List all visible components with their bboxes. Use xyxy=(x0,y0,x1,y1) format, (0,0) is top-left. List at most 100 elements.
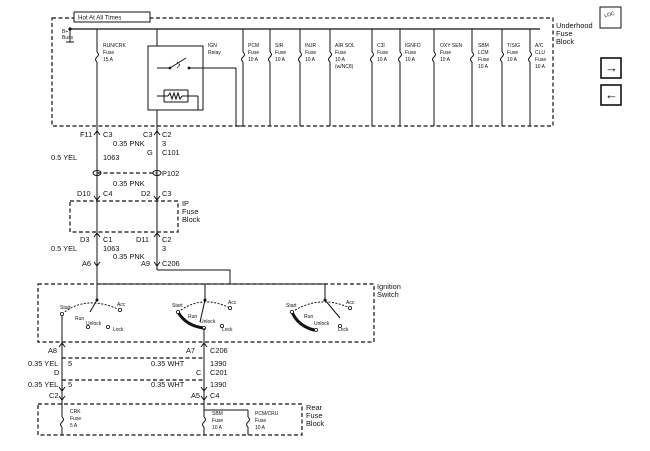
switch-section-2: Start Acc Run Unlock Lock xyxy=(172,284,237,342)
wire-wht-1: 0.35 WHT xyxy=(151,359,185,368)
conn-c4-a: C4 xyxy=(103,189,112,198)
conn-pin5-a: 5 xyxy=(68,359,72,368)
prev-page-button[interactable]: ← xyxy=(600,84,622,106)
circuit-1063-b: 1063 xyxy=(103,244,119,253)
conn-a6: A6 xyxy=(82,259,91,268)
switch3-lock: Lock xyxy=(338,327,349,333)
conn-c3-a: C3 xyxy=(103,130,112,139)
conn-pin5-b: 5 xyxy=(68,380,72,389)
conn-d: D xyxy=(54,368,59,377)
wire-pnk-3: 0.35 PNK xyxy=(113,252,145,261)
arrow-left-icon: ← xyxy=(605,87,618,102)
circuit-1063-a: 1063 xyxy=(103,153,119,162)
conn-c2-b: C2 xyxy=(162,235,171,244)
wire-yel-1: 0.5 YEL xyxy=(51,153,77,162)
wire-pnk-1: 0.35 PNK xyxy=(113,139,145,148)
switch3-acc: Acc xyxy=(346,300,355,306)
conn-pin3-b: 3 xyxy=(162,244,166,253)
lower-wiring: A8 A7 C206 0.35 YEL 5 0.35 WHT 1390 D C … xyxy=(28,342,228,404)
conn-c: C xyxy=(196,368,202,377)
wire-yel-3: 0.35 YEL xyxy=(28,359,58,368)
conn-a5: A5 xyxy=(191,391,200,400)
conn-d10: D10 xyxy=(77,189,91,198)
arrow-right-icon: → xyxy=(605,60,618,75)
conn-f11: F11 xyxy=(80,130,92,139)
bus-label: B+Buss xyxy=(62,29,74,41)
mid-wiring: D3 C1 D11 C2 0.5 YEL 1063 3 0.35 PNK A6 … xyxy=(51,232,231,284)
conn-a8: A8 xyxy=(48,346,57,355)
hot-at-all-times-label: Hot At All Times xyxy=(78,15,121,22)
conn-d11: D11 xyxy=(136,235,149,244)
conn-a7: A7 xyxy=(186,346,195,355)
switch1-run: Run xyxy=(75,316,84,322)
wire-wht-2: 0.35 WHT xyxy=(151,380,185,389)
splice-p102: P102 xyxy=(162,169,179,178)
next-page-button[interactable]: → xyxy=(600,57,622,79)
conn-c201: C201 xyxy=(210,368,228,377)
switch-section-1: Start Acc Run Unlock Lock xyxy=(60,284,126,342)
switch-section-3: Start Acc Run Unlock Lock xyxy=(286,284,355,333)
conn-c3-c: C3 xyxy=(162,189,171,198)
conn-c2-a: C2 xyxy=(162,130,171,139)
circuit-1390-a: 1390 xyxy=(210,359,226,368)
switch1-start: Start xyxy=(60,305,71,311)
locator-text: LOC xyxy=(604,11,616,20)
switch2-acc: Acc xyxy=(228,300,237,306)
conn-c206-a: C206 xyxy=(162,259,180,268)
conn-c2-c: C2 xyxy=(49,391,58,400)
conn-a9: A9 xyxy=(141,259,150,268)
conn-c4-b: C4 xyxy=(210,391,219,400)
conn-g: G xyxy=(147,148,153,157)
switch1-lock: Lock xyxy=(113,327,124,333)
switch3-run: Run xyxy=(304,314,313,320)
conn-c1: C1 xyxy=(103,235,112,244)
conn-d2: D2 xyxy=(141,189,150,198)
switch3-unlock: Unlock xyxy=(314,321,330,327)
switch3-start: Start xyxy=(286,303,297,309)
locator-icon[interactable]: LOC xyxy=(599,6,622,29)
wire-pnk-2: 0.35 PNK xyxy=(113,179,145,188)
switch2-unlock: Unlock xyxy=(200,319,216,325)
upper-wiring: F11 C3 C3 C2 0.35 PNK 3 G C101 0.5 YEL 1… xyxy=(51,126,180,201)
switch2-start: Start xyxy=(172,303,183,309)
conn-c206-b: C206 xyxy=(210,346,228,355)
conn-c3-b: C3 xyxy=(143,130,152,139)
conn-d3: D3 xyxy=(80,235,89,244)
wire-yel-2: 0.5 YEL xyxy=(51,244,77,253)
switch1-unlock: Unlock xyxy=(86,321,102,327)
circuit-1390-b: 1390 xyxy=(210,380,226,389)
